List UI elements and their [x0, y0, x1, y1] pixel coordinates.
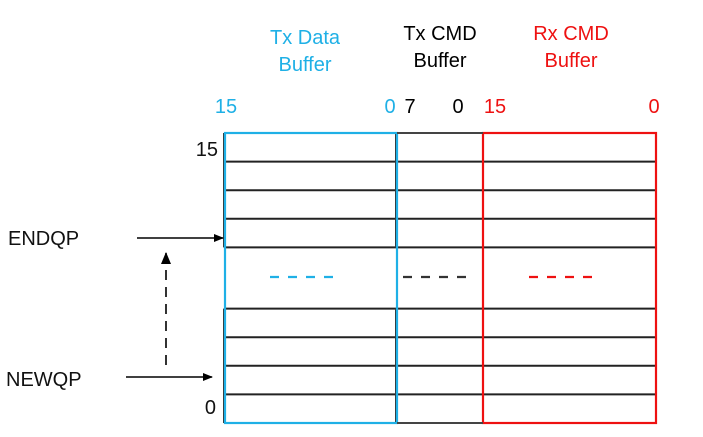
newqp-label: NEWQP	[6, 369, 82, 391]
rx-cmd-bit-low: 0	[648, 96, 659, 118]
rx-cmd-bit-high: 15	[484, 96, 506, 118]
tx-cmd-bit-low: 0	[452, 96, 463, 118]
tx-data-title-line2: Buffer	[279, 54, 332, 76]
tx-data-buffer-outline	[223, 131, 399, 425]
tx-cmd-bit-high: 7	[404, 96, 415, 118]
row-index-bottom: 0	[205, 397, 216, 419]
tx-data-title-line1: Tx Data	[270, 27, 341, 49]
endqp-label: ENDQP	[8, 228, 79, 250]
rx-cmd-buffer-outline	[481, 131, 658, 425]
tx-data-bit-high: 15	[215, 96, 237, 118]
rx-cmd-title-line2: Buffer	[545, 50, 598, 72]
tx-data-bit-low: 0	[384, 96, 395, 118]
tx-cmd-title-line2: Buffer	[414, 50, 467, 72]
tx-cmd-title-line1: Tx CMD	[403, 23, 476, 45]
row-index-top: 15	[196, 139, 218, 161]
rx-cmd-title-line1: Rx CMD	[533, 23, 609, 45]
